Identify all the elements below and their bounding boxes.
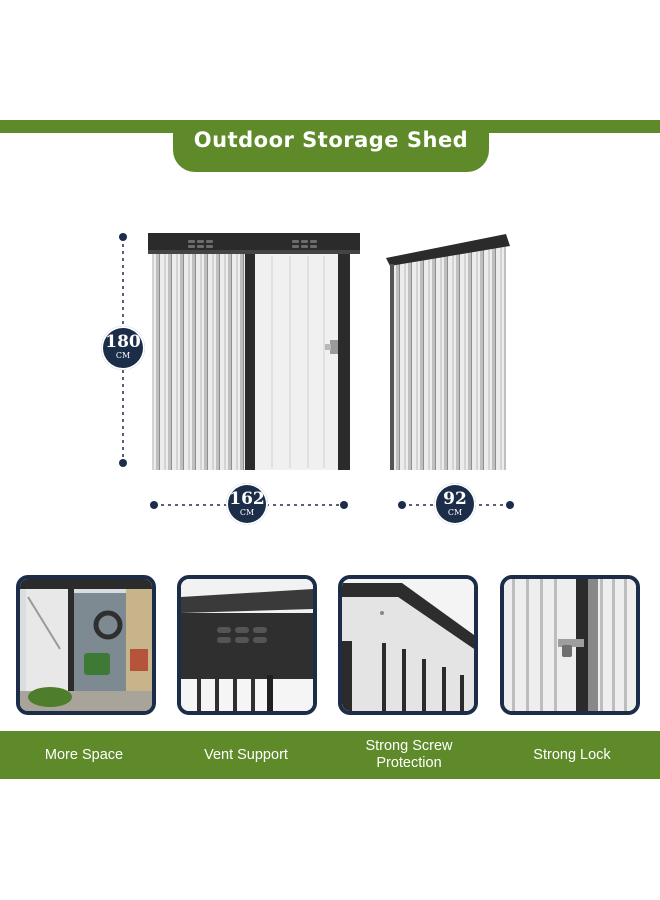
feature-caption-more-space: More Space (44, 746, 124, 763)
feature-caption-strong-screw-protection: Strong Screw Protection (365, 738, 453, 771)
width-value: 162 (229, 489, 265, 509)
width-badge: 162 CM (226, 483, 268, 525)
shed-diagram (119, 233, 514, 509)
feature-image-strong-lock (500, 575, 640, 715)
shed-front-view (148, 233, 360, 470)
title-tab (173, 120, 489, 172)
caption-band (0, 731, 660, 779)
height-unit: CM (115, 351, 131, 360)
page-title: Outdoor Storage Shed (193, 128, 469, 152)
depth-value: 92 (443, 489, 467, 509)
depth-unit: CM (447, 508, 463, 517)
depth-badge: 92 CM (434, 483, 476, 525)
width-dimension-line (150, 501, 348, 509)
feature-caption-strong-lock: Strong Lock (533, 746, 611, 763)
feature-image-vent-support (177, 575, 317, 715)
feature-image-more-space (16, 575, 156, 715)
shed-side-view (386, 234, 510, 470)
width-unit: CM (239, 508, 255, 517)
depth-dimension-line (398, 501, 514, 509)
feature-caption-vent-support: Vent Support (204, 746, 288, 763)
height-badge: 180 CM (101, 326, 145, 370)
height-value: 180 (105, 332, 141, 352)
feature-image-strong-screw-protection (338, 575, 478, 715)
